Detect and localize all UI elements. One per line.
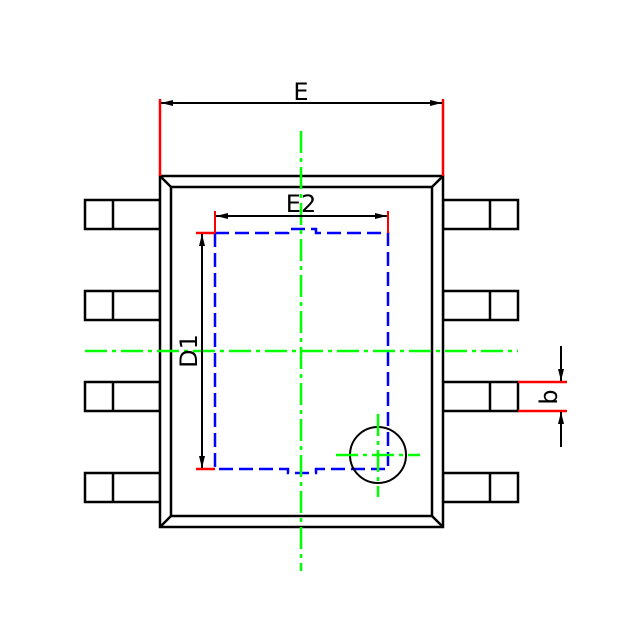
label-E2: E2	[286, 190, 316, 218]
pin-7	[441, 289, 520, 322]
dimension-D1: D1	[175, 231, 215, 471]
pin-6	[441, 380, 520, 413]
dimension-b: b	[518, 346, 567, 447]
pin-8	[441, 198, 520, 231]
label-E: E	[293, 78, 308, 106]
label-b: b	[535, 389, 563, 404]
centerlines	[85, 131, 518, 571]
pin-3	[83, 380, 162, 413]
pins-left	[83, 198, 162, 504]
pin-1	[83, 198, 162, 231]
pin-5	[441, 471, 520, 504]
pin-2	[83, 289, 162, 322]
dimension-E2: E2	[214, 190, 389, 233]
label-D1: D1	[175, 334, 203, 368]
exposed-pad	[213, 227, 390, 475]
dimension-E: E	[158, 78, 445, 176]
pin-4	[83, 471, 162, 504]
